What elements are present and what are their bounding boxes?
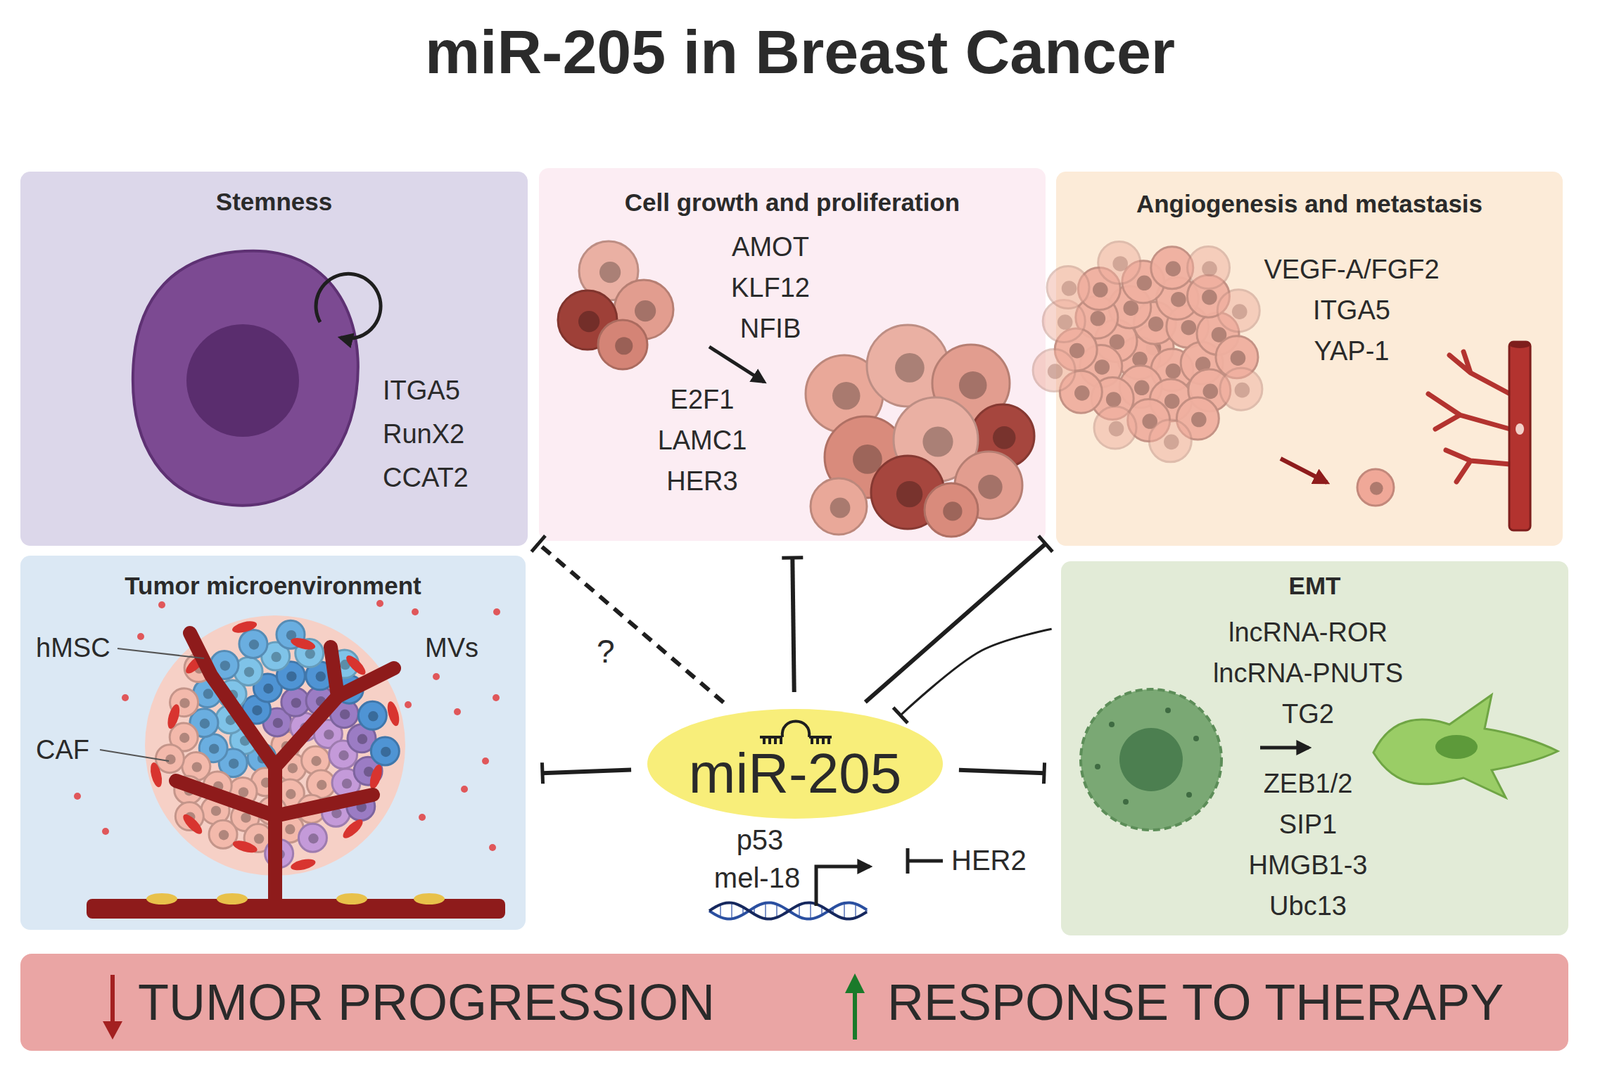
mirna-ellipse: miR-205: [647, 709, 943, 819]
migration-arrow: [1280, 458, 1328, 483]
node-text: TUMOR PROGRESSION: [137, 974, 856, 1031]
diagram-title: miR-205 in Breast Cancer: [0, 21, 1600, 84]
growth-arrow: [709, 346, 765, 383]
text-slot: Stemness: [20, 187, 528, 217]
gene-list: VEGF-A/FGF2 ITGA5 YAP-1: [1239, 249, 1465, 372]
edge-label: ?: [584, 631, 627, 672]
inhibition-connector: [959, 770, 1045, 774]
outcome-band-shape: [20, 954, 1569, 1052]
text-slot: E2F1 LAMC1 HER3: [589, 379, 815, 502]
text-slot: lncRNA-ROR lncRNA-PNUTS TG2: [1195, 612, 1421, 735]
leader-lines: [99, 648, 205, 762]
gene-list: lncRNA-ROR lncRNA-PNUTS TG2: [1195, 612, 1421, 735]
promoter-arrow: [816, 866, 870, 907]
microenvironment-panel: Tumor microenvironment hMSC MVsCAF: [20, 555, 526, 931]
inhibition-connector: [542, 770, 632, 774]
dna-helix: [709, 902, 867, 920]
panel-heading: Stemness: [20, 187, 528, 217]
inhibition-connector: [900, 629, 1052, 716]
inhibition-connector: [538, 543, 724, 703]
hairpin-icon: [759, 721, 832, 746]
inhibition-connector: [865, 543, 1046, 703]
inhibition-symbol: [907, 848, 943, 874]
angiogenesis-panel: Angiogenesis and metastasisVEGF-A/FGF2 I…: [1056, 171, 1563, 546]
gene-list: ZEB1/2 SIP1 HMGB1-3 Ubc13: [1195, 763, 1421, 927]
text-slot: CAF: [35, 733, 128, 767]
down-arrow: [102, 975, 123, 1040]
factor-label: mel-18: [693, 861, 821, 895]
label-slot: p53: [703, 823, 817, 857]
text-slot: VEGF-A/FGF2 ITGA5 YAP-1: [1239, 249, 1465, 372]
stemness-panel: StemnessITGA5 RunX2 CCAT2: [20, 171, 528, 546]
node-text: CAF: [35, 733, 128, 767]
panel-heading: Cell growth and proliferation: [538, 187, 1046, 218]
panel-heading: EMT: [1061, 571, 1569, 601]
emt-panel: EMT lncRNA-ROR lncRNA-PNUTS TG2ZEB1/2 SIP…: [1061, 561, 1569, 936]
label-slot: mel-18: [693, 861, 821, 895]
text-slot: miR-205: [647, 745, 943, 803]
panel-heading: Tumor microenvironment: [20, 571, 526, 601]
node-text: MVs: [424, 631, 517, 665]
up-arrow: [845, 973, 865, 1040]
stemness-panel-shape: [20, 171, 528, 546]
text-slot: Cell growth and proliferation: [538, 187, 1046, 218]
growth-panel: Cell growth and proliferationAMOT KLF12 …: [538, 168, 1046, 542]
text-slot: hMSC: [35, 631, 135, 665]
emt-panel-shape: [1061, 561, 1569, 936]
mirna-ellipse-shape: [647, 709, 943, 819]
inhibition-connector: [792, 557, 794, 693]
factor-label: p53: [703, 823, 817, 857]
gene-list: AMOT KLF12 NFIB: [657, 226, 884, 349]
label-slot: HER2: [951, 843, 1092, 878]
edge-label-slot: ?: [584, 631, 627, 672]
stem-cell: [132, 251, 381, 506]
mesenchymal-cell: [1373, 695, 1558, 798]
text-slot: AMOT KLF12 NFIB: [657, 226, 884, 349]
factor-label: HER2: [951, 843, 1092, 878]
outcome-band: TUMOR PROGRESSION RESPONSE TO THERAPY: [20, 954, 1569, 1052]
text-slot: ZEB1/2 SIP1 HMGB1-3 Ubc13: [1195, 763, 1421, 927]
text-slot: TUMOR PROGRESSION: [137, 974, 856, 1031]
epithelial-cell: [1080, 689, 1222, 831]
text-slot: MVs: [424, 631, 517, 665]
microenvironment-panel-shape: [20, 555, 526, 931]
node-text: miR-205: [647, 745, 943, 803]
node-text: hMSC: [35, 631, 135, 665]
panel-heading: Angiogenesis and metastasis: [1056, 189, 1563, 219]
gene-list: ITGA5 RunX2 CCAT2: [382, 368, 524, 500]
text-slot: ITGA5 RunX2 CCAT2: [382, 368, 524, 500]
growth-panel-shape: [538, 168, 1046, 542]
title-slot: miR-205 in Breast Cancer: [0, 21, 1600, 84]
text-slot: Tumor microenvironment: [20, 571, 526, 601]
angiogenesis-panel-shape: [1056, 171, 1563, 546]
emt-arrow: [1260, 746, 1309, 751]
gene-list: E2F1 LAMC1 HER3: [589, 379, 815, 502]
blood-vessel: [1428, 341, 1531, 531]
text-slot: EMT: [1061, 571, 1569, 601]
node-text: RESPONSE TO THERAPY: [887, 974, 1563, 1031]
text-slot: Angiogenesis and metastasis: [1056, 189, 1563, 219]
text-slot: RESPONSE TO THERAPY: [887, 974, 1563, 1031]
